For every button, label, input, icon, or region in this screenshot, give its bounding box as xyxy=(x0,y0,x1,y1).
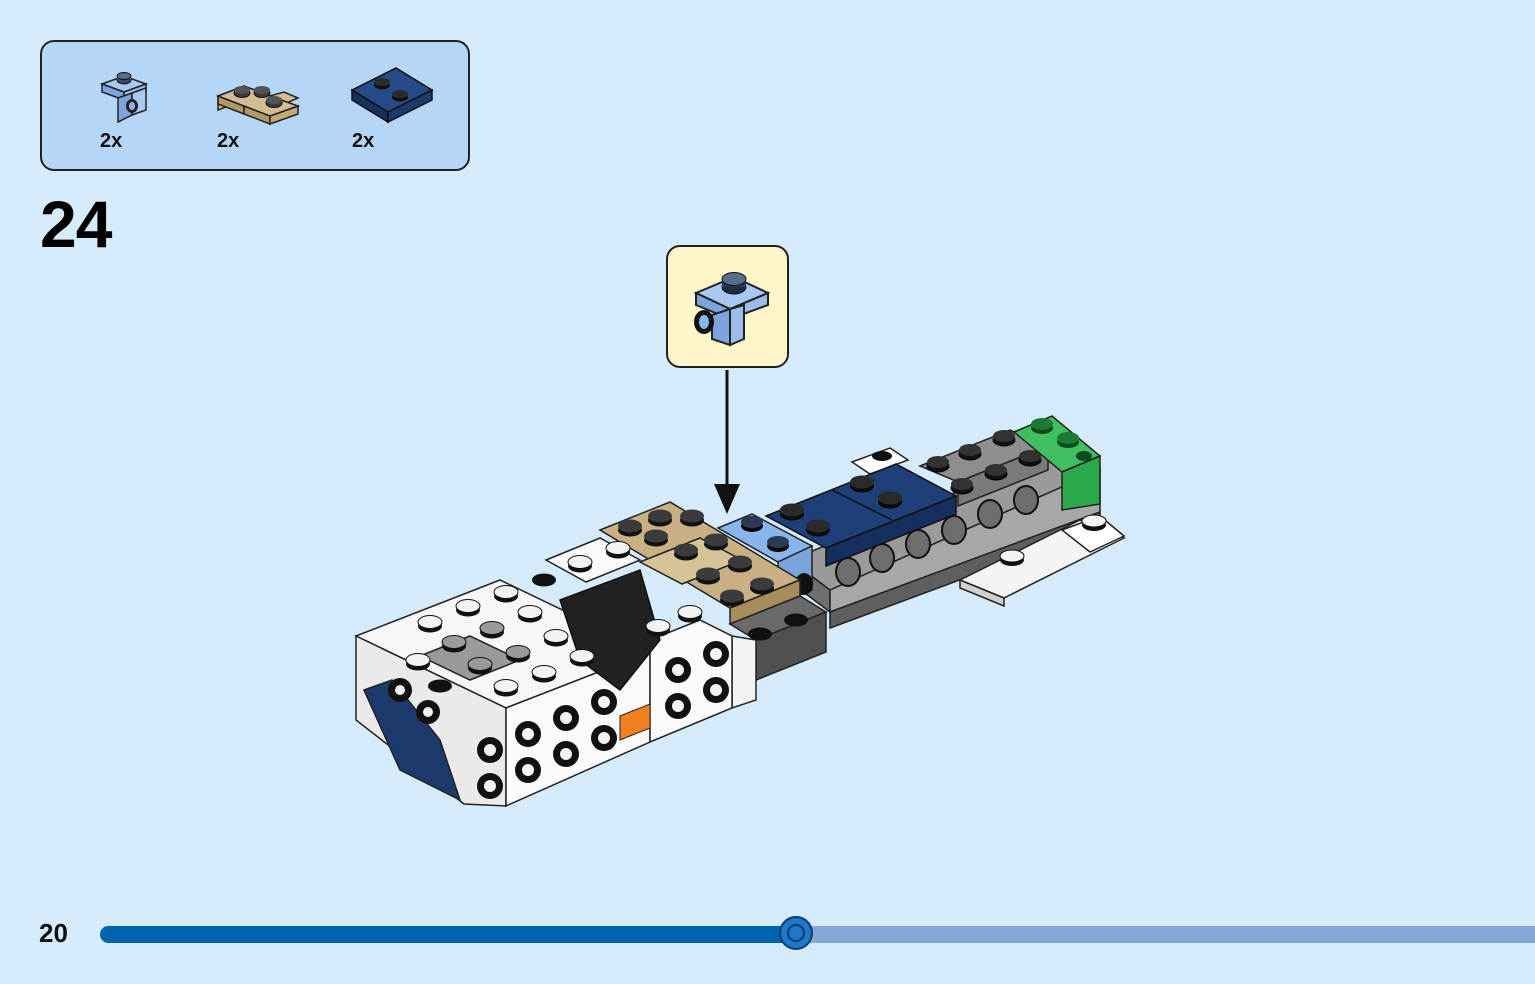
white-plate-under-beam xyxy=(850,447,1126,608)
white-body-bricks xyxy=(354,537,733,808)
grey-bricks xyxy=(918,429,1050,508)
dark-grey-brick xyxy=(728,595,828,710)
dark-blue-plates xyxy=(764,463,958,568)
new-part-callout xyxy=(666,245,789,368)
progress-handle[interactable] xyxy=(778,916,813,950)
placement-arrow xyxy=(714,370,740,514)
tan-plates xyxy=(598,501,802,626)
corner-plate-part-icon xyxy=(215,85,300,126)
page-number: 20 xyxy=(39,918,68,948)
parts-list-box: 2x 2x 2x xyxy=(40,40,470,171)
step-number: 24 xyxy=(40,187,112,261)
green-bricks xyxy=(1012,415,1102,511)
bracket-part-icon xyxy=(693,272,771,347)
plate-2x2-part-icon xyxy=(350,67,434,124)
progress-fill xyxy=(100,926,796,943)
light-blue-bracket xyxy=(716,513,814,606)
part-quantity: 2x xyxy=(100,130,123,152)
part-quantity: 2x xyxy=(217,130,240,152)
bracket-part-icon xyxy=(99,72,149,124)
technic-beam xyxy=(788,449,1102,630)
progress-bar[interactable] xyxy=(100,916,1535,950)
part-quantity: 2x xyxy=(352,130,375,152)
